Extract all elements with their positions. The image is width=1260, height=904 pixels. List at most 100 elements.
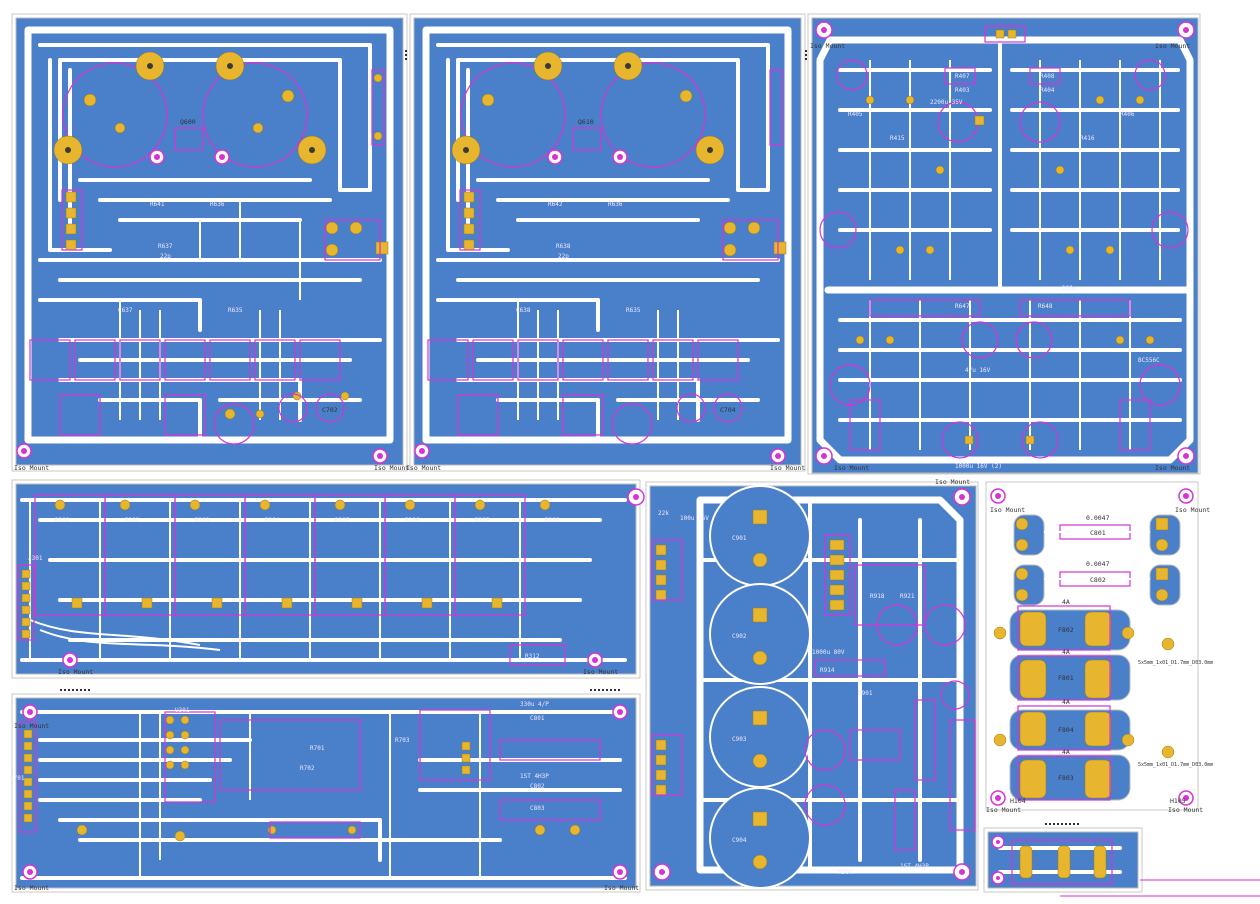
fuse-amp-0: 4A — [1062, 598, 1070, 606]
label-0: R641 — [150, 201, 165, 208]
label-12: 47u 16V — [965, 367, 991, 374]
extra-0: H104 — [1010, 797, 1026, 805]
mount-label: Iso Mount — [1175, 506, 1210, 514]
connector-board — [983, 827, 1260, 897]
label-4: C638 — [516, 307, 531, 314]
label-3: R635 — [228, 307, 243, 314]
label-0: 22k — [658, 510, 669, 517]
label-2: R914 — [820, 667, 835, 674]
fuse-amp-1: 4A — [1062, 648, 1070, 656]
label-11: 100u — [1062, 285, 1077, 292]
mount-label: Iso Mount — [14, 464, 49, 472]
fuse-amp-2: 4A — [1062, 698, 1070, 706]
label-1: R702 — [300, 765, 315, 772]
label-2: R403 — [955, 87, 970, 94]
fuse-amp-3: 4A — [1062, 748, 1070, 756]
label-0: R701 — [310, 745, 325, 752]
cap-val-0: 0.0047 — [1086, 514, 1110, 522]
label-5: 22p — [558, 253, 569, 260]
label-1: R636 — [608, 201, 623, 208]
label-3: R635 — [626, 307, 641, 314]
label-7: R308 — [545, 517, 560, 524]
mount-label: Iso Mount — [58, 668, 93, 676]
fuse-caps — [1013, 514, 1181, 606]
component-pads — [65, 73, 389, 420]
io-board: R701 R702 R703 C801 C802 C803 J701 1ST 4… — [10, 693, 641, 893]
label-9: R648 — [1038, 303, 1053, 310]
label-1: 1000u 80V — [812, 649, 845, 656]
label-9: U301 — [175, 707, 190, 714]
mount-label: Iso Mount — [834, 464, 869, 472]
label-3: R304 — [265, 517, 280, 524]
label-3: R918 — [870, 593, 885, 600]
label-1: R636 — [210, 201, 225, 208]
label-0: R301 — [55, 517, 70, 524]
cap-label: C704 — [720, 406, 736, 414]
label-5: R904 — [838, 869, 853, 876]
board-connectors — [60, 50, 1080, 825]
control-board: R301 R302 R303 R304 R305 R306 R307 R308 … — [11, 479, 641, 679]
label-4: R305 — [335, 517, 350, 524]
mount-label: Iso Mount — [14, 722, 49, 730]
label-6: J701 — [10, 775, 25, 782]
cap-3: C904 — [732, 837, 747, 844]
label-3: C801 — [530, 715, 545, 722]
label-6: R415 — [890, 135, 905, 142]
mount-label: Iso Mount — [583, 668, 618, 676]
label-1: R302 — [125, 517, 140, 524]
cap-val-1: 0.0047 — [1086, 560, 1110, 568]
resistor-bank-left — [29, 339, 341, 436]
preamp-pads — [855, 29, 1155, 445]
label-5: R306 — [405, 517, 420, 524]
extra-1: H105 — [1170, 797, 1186, 805]
mount-label: Iso Mount — [374, 464, 409, 472]
label-2: R638 — [556, 243, 571, 250]
label-6: R901 — [858, 690, 873, 697]
label-4: R405 — [848, 111, 863, 118]
label-8: R312 — [525, 653, 540, 660]
cap-0: C901 — [732, 535, 747, 542]
amp-board-left: Q600 C702 — [11, 13, 409, 472]
amp-board-right: Q610 C704 R642 R636 R638 R635 C638 22p — [406, 13, 806, 472]
fuse-0: F802 — [1058, 626, 1074, 634]
label-9: J301 — [28, 555, 43, 562]
q-label: Q600 — [180, 118, 196, 126]
label-2: R637 — [158, 243, 173, 250]
label-4: C802 — [530, 783, 545, 790]
cap-label: C702 — [322, 406, 338, 414]
control-pads — [21, 499, 551, 639]
mount-label: Iso Mount — [1168, 806, 1203, 814]
power-board: C901 C902 C903 C904 22k 1000u 80V R914 — [627, 478, 979, 891]
label-7: 1ST 4H3P — [520, 773, 549, 780]
fuses — [993, 605, 1175, 801]
label-3: R404 — [1040, 87, 1055, 94]
mount-label: Iso Mount — [1155, 42, 1190, 50]
label-5: R406 — [1120, 111, 1135, 118]
io-pads — [23, 715, 581, 842]
fuse-2: F804 — [1058, 726, 1074, 734]
label-6: R307 — [475, 517, 490, 524]
fuse-1: F801 — [1058, 674, 1074, 682]
label-5: 22p — [160, 253, 171, 260]
label-4: R921 — [900, 593, 915, 600]
mount-label: Iso Mount — [1155, 464, 1190, 472]
mount-label: Iso Mount — [935, 478, 970, 486]
label-2: R703 — [395, 737, 410, 744]
label-8: 330u 4/P — [520, 701, 549, 708]
label-5: C803 — [530, 805, 545, 812]
label-8: R647 — [955, 303, 970, 310]
label-1: R408 — [1040, 73, 1055, 80]
q-label: Q610 — [578, 118, 594, 126]
fuse-board: 0.0047 0.0047 C801 C802 F802 F801 F804 F… — [985, 481, 1213, 814]
label-13: BC556C — [1138, 357, 1160, 364]
mount-label: Iso Mount — [986, 806, 1021, 814]
cap-1: C802 — [1090, 576, 1106, 584]
cap-0: C801 — [1090, 529, 1106, 537]
mount-label: Iso Mount — [770, 464, 805, 472]
mount-label: Iso Mount — [406, 464, 441, 472]
mount-label: Iso Mount — [810, 42, 845, 50]
label-10: 2200u 35V — [930, 99, 963, 106]
mount-label: Iso Mount — [14, 884, 49, 892]
label-7: 1ST 4H3P — [900, 863, 929, 870]
